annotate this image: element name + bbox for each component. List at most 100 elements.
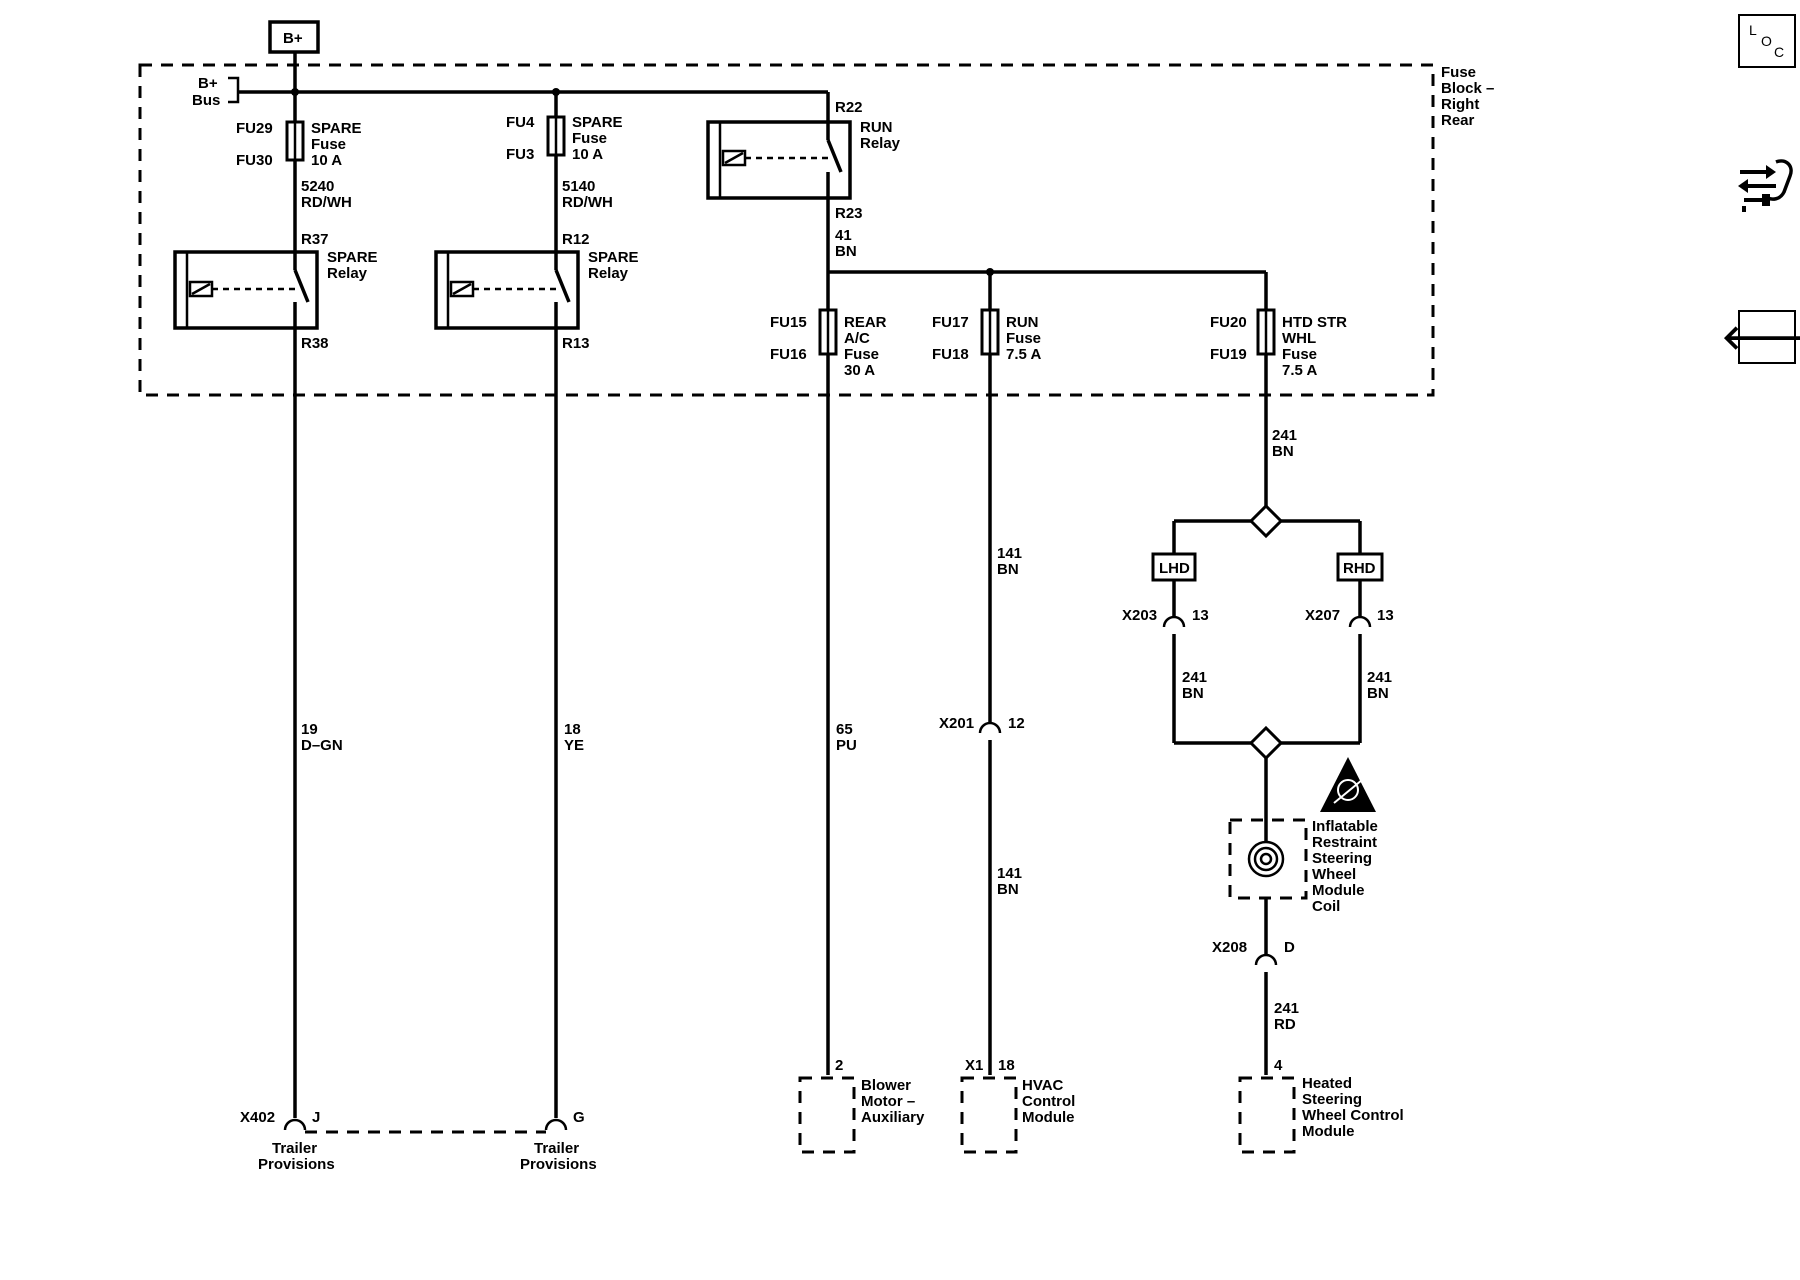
svg-text:19: 19 [301,721,318,738]
svg-text:FU4: FU4 [506,114,535,131]
svg-text:Fuse: Fuse [311,136,346,153]
loc-letter-o: O [1761,33,1772,49]
svg-text:65: 65 [836,721,853,738]
svg-text:SPARE: SPARE [327,249,378,266]
svg-text:Rear: Rear [1441,112,1475,129]
svg-text:18: 18 [564,721,581,738]
svg-text:Inflatable: Inflatable [1312,818,1378,835]
svg-text:141: 141 [997,865,1022,882]
fuse-block-label: Fuse Block – Right Rear [1441,64,1494,129]
svg-text:B+: B+ [198,75,218,92]
fuse-block-outline [138,63,1435,397]
location-icon[interactable]: L O C [1738,14,1796,68]
svg-text:R22: R22 [835,99,863,116]
svg-text:7.5 A: 7.5 A [1006,346,1041,363]
back-arrow-icon[interactable]: 🡐 [1721,310,1800,364]
svg-text:X402: X402 [240,1109,275,1126]
svg-text:5240: 5240 [301,178,334,195]
svg-text:X201: X201 [939,715,974,732]
svg-text:R12: R12 [562,231,590,248]
svg-text:Module: Module [1302,1123,1355,1140]
svg-text:SPARE: SPARE [311,120,362,137]
svg-text:Fuse: Fuse [1006,330,1041,347]
svg-text:Relay: Relay [860,135,901,152]
svg-text:D–GN: D–GN [301,737,343,754]
svg-text:SPARE: SPARE [572,114,623,131]
clockspring-icon [1247,840,1285,878]
svg-text:Motor –: Motor – [861,1093,915,1110]
trailer-provisions-right: Trailer Provisions [520,1140,597,1173]
svg-text:Trailer: Trailer [534,1140,579,1157]
run-relay [706,120,852,200]
svg-text:Relay: Relay [588,265,629,282]
svg-text:WHL: WHL [1282,330,1316,347]
svg-text:Bus: Bus [192,92,220,109]
x208-connector [1254,953,1278,966]
svg-text:Fuse: Fuse [1441,64,1476,81]
x207-connector [1348,615,1372,628]
heated-steering-wheel-module [1238,1076,1296,1154]
svg-text:FU19: FU19 [1210,346,1247,363]
svg-text:Module: Module [1022,1109,1075,1126]
b-plus-label: B+ [283,30,303,47]
svg-text:RD/WH: RD/WH [562,194,613,211]
x402-pin-j [283,1118,307,1131]
svg-text:FU17: FU17 [932,314,969,331]
svg-text:FU20: FU20 [1210,314,1247,331]
svg-text:X207: X207 [1305,607,1340,624]
svg-text:YE: YE [564,737,584,754]
svg-text:7.5 A: 7.5 A [1282,362,1317,379]
svg-text:BN: BN [997,881,1019,898]
spare-relay-2 [434,250,580,330]
svg-text:RD/WH: RD/WH [301,194,352,211]
trailer-provisions-left: Trailer Provisions [258,1140,335,1173]
svg-text:141: 141 [997,545,1022,562]
svg-text:30 A: 30 A [844,362,875,379]
splice-top [1248,503,1284,539]
svg-text:5140: 5140 [562,178,595,195]
svg-text:D: D [1284,939,1295,956]
svg-text:BN: BN [1182,685,1204,702]
splice-bottom [1248,725,1284,761]
svg-text:LHD: LHD [1159,560,1190,577]
svg-text:4: 4 [1274,1057,1283,1074]
svg-text:Provisions: Provisions [258,1156,335,1173]
svg-text:FU16: FU16 [770,346,807,363]
svg-text:241: 241 [1182,669,1207,686]
svg-text:FU18: FU18 [932,346,969,363]
svg-text:RUN: RUN [860,119,893,136]
svg-text:18: 18 [998,1057,1015,1074]
svg-text:A/C: A/C [844,330,870,347]
coil-label: Inflatable Restraint Steering Wheel Modu… [1312,818,1378,915]
svg-text:REAR: REAR [844,314,887,331]
svg-text:FU30: FU30 [236,152,273,169]
svg-text:Block –: Block – [1441,80,1494,97]
svg-text:G: G [573,1109,585,1126]
svg-text:PU: PU [836,737,857,754]
svg-text:FU29: FU29 [236,120,273,137]
x203-connector [1162,615,1186,628]
svg-text:X1: X1 [965,1057,983,1074]
loc-letter-c: C [1774,44,1785,60]
back-arrow-glyph: 🡐 [1721,318,1800,357]
svg-text:X203: X203 [1122,607,1157,624]
connector-view-icon[interactable] [1734,150,1796,220]
svg-text:13: 13 [1377,607,1394,624]
spare-relay-1 [173,250,319,330]
svg-text:10 A: 10 A [572,146,603,163]
svg-text:241: 241 [1272,427,1297,444]
svg-text:FU3: FU3 [506,146,534,163]
svg-text:BN: BN [835,243,857,260]
svg-text:Restraint: Restraint [1312,834,1377,851]
heated-module-label: Heated Steering Wheel Control Module [1302,1075,1404,1140]
svg-text:R23: R23 [835,205,863,222]
airbag-warning-icon [1320,757,1376,812]
svg-text:HVAC: HVAC [1022,1077,1064,1094]
svg-text:41: 41 [835,227,852,244]
svg-text:13: 13 [1192,607,1209,624]
svg-text:Auxiliary: Auxiliary [861,1109,925,1126]
svg-text:FU15: FU15 [770,314,807,331]
blower-motor-auxiliary [798,1076,856,1154]
svg-text:Fuse: Fuse [1282,346,1317,363]
svg-text:Steering: Steering [1312,850,1372,867]
